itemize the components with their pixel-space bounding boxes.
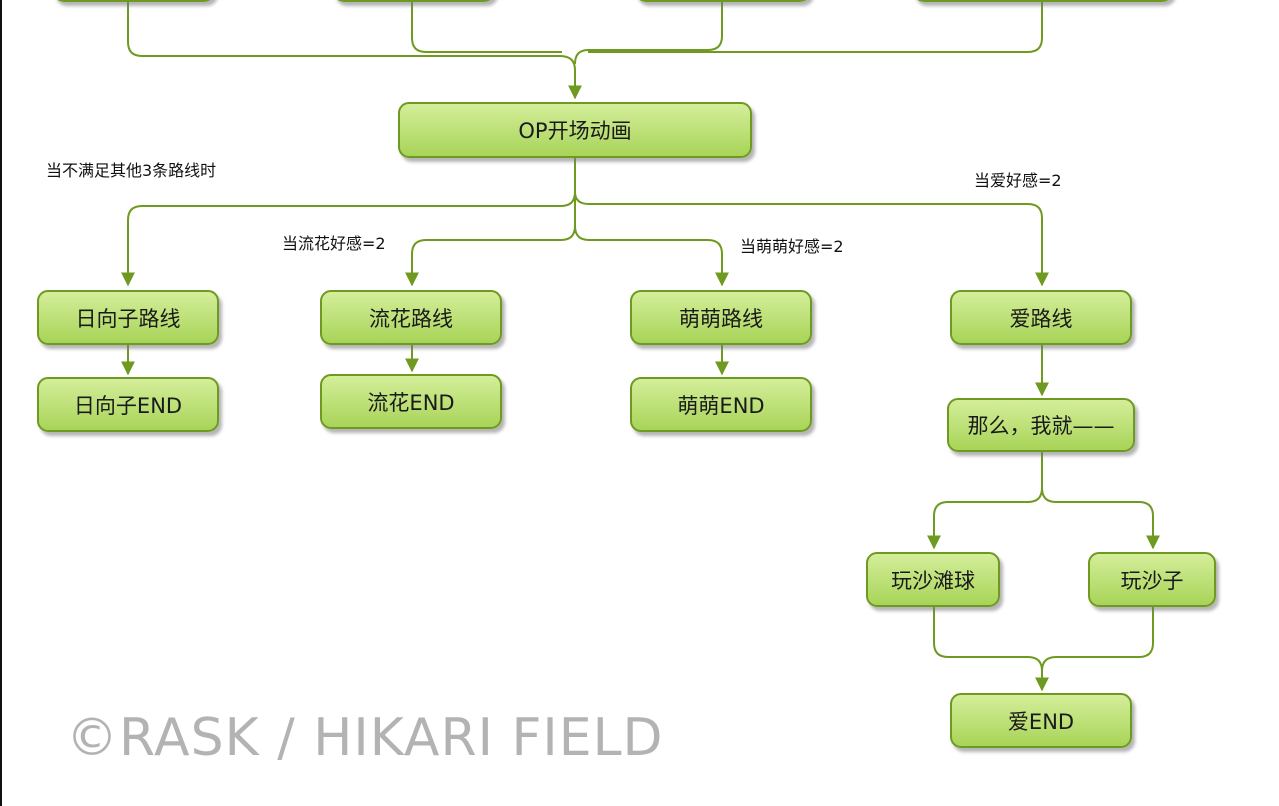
edge-op-ryuka xyxy=(405,192,576,287)
copyright-watermark: ©RASK / HIKARI FIELD xyxy=(66,708,664,768)
node-ryuka-route: 流花路线 xyxy=(320,290,502,345)
condition-ai: 当爱好感=2 xyxy=(974,171,1062,190)
edge-top-4 xyxy=(588,0,1043,53)
node-moemoe-route: 萌萌路线 xyxy=(630,290,812,345)
node-sand-play: 玩沙子 xyxy=(1088,552,1216,607)
edge-then-beach xyxy=(927,452,1043,550)
partial-node-4 xyxy=(913,0,1173,2)
edge-op-ai xyxy=(574,191,1049,287)
edge-top-2 xyxy=(411,0,562,53)
left-border-line xyxy=(0,0,2,806)
edge-op-moemoe xyxy=(574,225,729,287)
edge-top-1 xyxy=(127,0,582,100)
edge-then-sand xyxy=(1041,487,1160,550)
node-op-opening: OP开场动画 xyxy=(398,102,752,158)
node-moemoe-end: 萌萌END xyxy=(630,377,812,432)
condition-default: 当不满足其他3条路线时 xyxy=(46,161,217,180)
node-beach-ball: 玩沙滩球 xyxy=(866,552,1000,607)
partial-node-3 xyxy=(635,0,811,2)
edge-beach-aiend xyxy=(933,607,1049,692)
node-hinata-route: 日向子路线 xyxy=(37,290,219,345)
node-ai-route: 爱路线 xyxy=(950,290,1132,345)
condition-ryuka: 当流花好感=2 xyxy=(282,234,386,253)
edge-top-3 xyxy=(574,0,723,65)
partial-node-2 xyxy=(333,0,495,2)
node-ryuka-end: 流花END xyxy=(320,374,502,429)
partial-node-1 xyxy=(53,0,215,2)
node-hinata-end: 日向子END xyxy=(37,377,219,432)
node-ai-end: 爱END xyxy=(950,693,1132,748)
node-then-i: 那么，我就—— xyxy=(947,398,1135,452)
edge-sand-aiend xyxy=(1041,607,1154,672)
condition-moemoe: 当萌萌好感=2 xyxy=(740,237,844,256)
